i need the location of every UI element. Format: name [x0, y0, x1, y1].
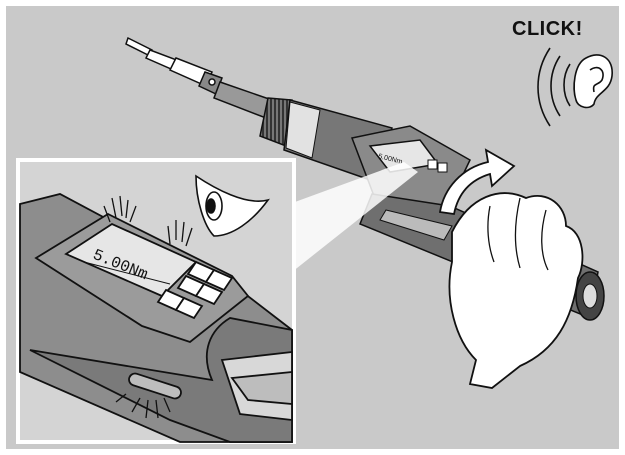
click-sound-label: CLICK!: [512, 18, 583, 41]
